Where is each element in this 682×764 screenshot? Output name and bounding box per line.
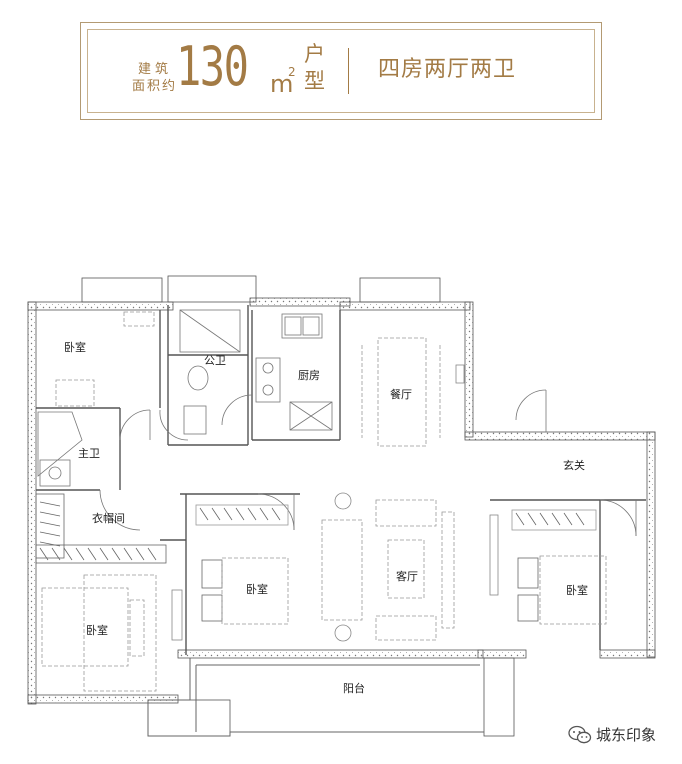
- label-kitchen: 厨房: [298, 369, 320, 382]
- public-bath-fixtures: [179, 309, 241, 435]
- label-dining: 餐厅: [390, 387, 412, 401]
- area-label-line2: 面积约: [132, 79, 178, 94]
- label-master-bath: 主卫: [78, 447, 100, 460]
- watermark: 城东印象: [568, 724, 656, 745]
- exterior-walls: [27, 275, 656, 737]
- label-bedroom-middle: 卧室: [246, 582, 268, 596]
- room-labels: 卧室 公卫 厨房 餐厅 主卫 玄关 衣帽间 卧室 客厅 卧室 卧室 阳台: [64, 340, 588, 695]
- dining-table: [361, 337, 441, 447]
- kitchen-fixtures: [255, 313, 333, 431]
- header-frame-outer: [80, 22, 602, 120]
- type-char-1: 户: [304, 42, 325, 66]
- bedroom-middle-furniture: [195, 504, 289, 625]
- label-bedroom-bottom-left: 卧室: [86, 623, 108, 637]
- type-char-2: 型: [304, 69, 325, 93]
- interior-walls: [36, 305, 646, 655]
- closet-racks: [35, 493, 167, 564]
- area-unit-superscript: 2: [288, 65, 296, 79]
- label-foyer: 玄关: [563, 458, 585, 472]
- window-markers: [171, 364, 499, 641]
- balcony-outline: [147, 658, 484, 737]
- label-public-bath: 公卫: [204, 354, 226, 367]
- watermark-text: 城东印象: [596, 726, 657, 744]
- area-label-line1: 建筑: [138, 62, 173, 77]
- wechat-icon: [568, 725, 592, 743]
- header-divider: [348, 48, 349, 94]
- living-room-furniture: [321, 499, 455, 641]
- area-value: 130: [176, 35, 249, 98]
- bedroom-right-furniture: [511, 509, 607, 625]
- label-balcony: 阳台: [343, 681, 365, 695]
- door-swings: [99, 389, 637, 537]
- label-bedroom-right: 卧室: [566, 583, 588, 597]
- living-room-plants: [334, 492, 352, 642]
- bedroom-top-left-furniture: [55, 311, 155, 407]
- label-closet: 衣帽间: [92, 511, 125, 525]
- label-living: 客厅: [396, 569, 418, 583]
- header-banner: 建筑 面积约 130 m 2 户 型 四房两厅两卫: [80, 22, 602, 120]
- area-unit: m: [270, 70, 294, 98]
- master-bath-fixtures: [37, 411, 83, 487]
- layout-title: 四房两厅两卫: [378, 57, 517, 82]
- label-bedroom-top-left: 卧室: [64, 340, 86, 354]
- bedroom-bottom-left-furniture: [41, 574, 157, 692]
- header-frame-inner: [87, 29, 595, 113]
